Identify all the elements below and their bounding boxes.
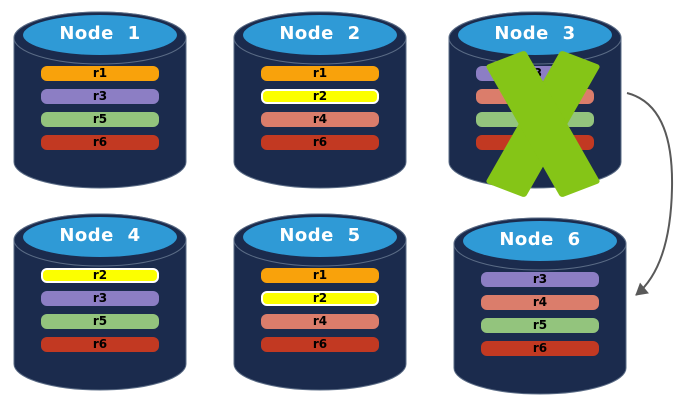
replica-bar: r1 — [261, 66, 379, 81]
replica-bar: r6 — [261, 337, 379, 352]
node-3: Node 3 r3 r4 r5 r6 — [447, 6, 623, 197]
replica-bar: r4 — [261, 112, 379, 127]
replica-label: r3 — [92, 291, 108, 305]
replica-bar: r2 — [41, 268, 159, 283]
replica-label: r4 — [312, 112, 328, 126]
replica-bar: r6 — [41, 135, 159, 150]
node-2: Node 2 r1 r2 r4 r6 — [232, 6, 408, 194]
node-title: Node 6 — [499, 229, 581, 250]
replica-label: r2 — [312, 291, 328, 305]
replica-bar: r3 — [41, 291, 159, 306]
replica-label: r6 — [312, 135, 328, 149]
replica-label: r5 — [92, 112, 108, 126]
replica-list: r1 r3 r5 r6 — [41, 66, 159, 158]
replica-bar: r2 — [261, 291, 379, 306]
replica-list: r1 r2 r4 r6 — [261, 268, 379, 360]
node-title: Node 4 — [59, 225, 141, 246]
replica-label: r6 — [532, 341, 548, 355]
replica-bar: r1 — [41, 66, 159, 81]
replica-bar: r6 — [481, 341, 599, 356]
replica-bar: r5 — [41, 314, 159, 329]
replica-label: r4 — [532, 295, 548, 309]
replica-label: r3 — [532, 272, 548, 286]
replica-bar: r5 — [41, 112, 159, 127]
node-4: Node 4 r2 r3 r5 r6 — [12, 208, 188, 396]
node-title: Node 5 — [279, 225, 361, 246]
replica-bar: r1 — [261, 268, 379, 283]
replica-label: r1 — [92, 66, 108, 80]
replica-list: r2 r3 r5 r6 — [41, 268, 159, 360]
replica-bar: r3 — [41, 89, 159, 104]
replica-label: r5 — [92, 314, 108, 328]
failure-x-icon — [486, 51, 600, 197]
replica-bar: r2 — [261, 89, 379, 104]
node-6: Node 6 r3 r4 r5 r6 — [452, 212, 628, 400]
replica-bar: r4 — [481, 295, 599, 310]
replica-bar: r4 — [261, 314, 379, 329]
replica-bar: r6 — [41, 337, 159, 352]
replica-bar: r3 — [481, 272, 599, 287]
replica-label: r2 — [92, 268, 108, 282]
node-title: Node 2 — [279, 23, 361, 44]
replica-label: r6 — [92, 337, 108, 351]
replica-list: r1 r2 r4 r6 — [261, 66, 379, 158]
replica-label: r1 — [312, 268, 328, 282]
node-title: Node 1 — [59, 23, 141, 44]
replica-bar: r5 — [481, 318, 599, 333]
replica-label: r6 — [92, 135, 108, 149]
replica-label: r5 — [532, 318, 548, 332]
replica-label: r3 — [92, 89, 108, 103]
replica-bar: r6 — [261, 135, 379, 150]
replica-label: r6 — [312, 337, 328, 351]
replica-label: r4 — [312, 314, 328, 328]
replica-label: r2 — [312, 89, 328, 103]
replica-list: r3 r4 r5 r6 — [481, 272, 599, 364]
replica-label: r1 — [312, 66, 328, 80]
node-title: Node 3 — [494, 23, 576, 44]
node-5: Node 5 r1 r2 r4 r6 — [232, 208, 408, 396]
node-1: Node 1 r1 r3 r5 r6 — [12, 6, 188, 194]
